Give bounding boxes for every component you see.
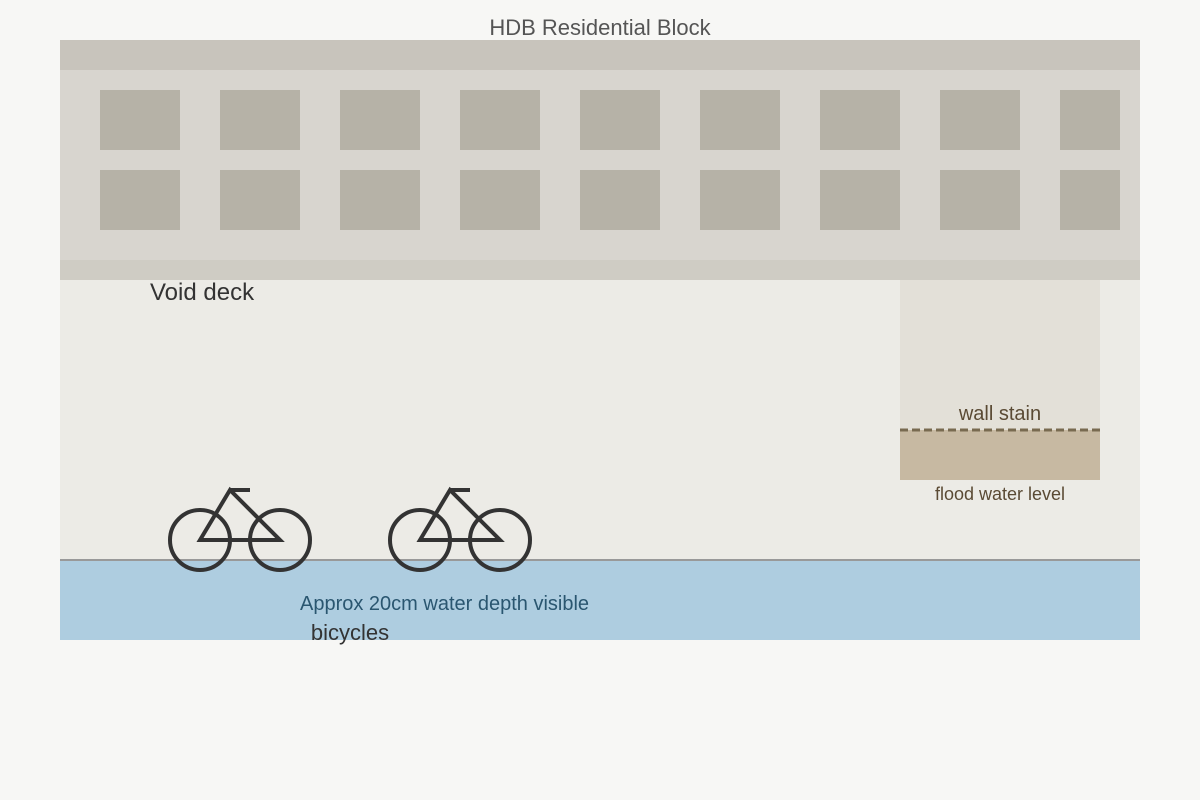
window <box>100 90 180 150</box>
window <box>820 170 900 230</box>
window <box>340 170 420 230</box>
water-depth-label: Approx 20cm water depth visible <box>300 593 589 615</box>
wall-stain-area <box>900 430 1100 480</box>
window <box>700 170 780 230</box>
window <box>460 90 540 150</box>
bicycle-icon <box>388 486 532 572</box>
void-deck-label: Void deck <box>150 279 255 306</box>
window-grid <box>100 90 1120 230</box>
building-title: HDB Residential Block <box>489 15 711 40</box>
window <box>940 170 1020 230</box>
window <box>580 90 660 150</box>
window <box>940 90 1020 150</box>
window <box>820 90 900 150</box>
bicycles-label: bicycles <box>311 620 389 645</box>
window <box>1060 170 1120 230</box>
flood-water <box>60 560 1140 640</box>
window <box>340 90 420 150</box>
window <box>580 170 660 230</box>
floor-slab <box>60 260 1140 280</box>
window <box>220 170 300 230</box>
window <box>1060 90 1120 150</box>
flood-water-level-label: flood water level <box>935 484 1065 504</box>
bicycle-icon <box>168 486 312 572</box>
window <box>220 90 300 150</box>
wall-stain-label: wall stain <box>958 403 1041 425</box>
window <box>700 90 780 150</box>
window <box>100 170 180 230</box>
roof-band <box>60 40 1140 70</box>
window <box>460 170 540 230</box>
